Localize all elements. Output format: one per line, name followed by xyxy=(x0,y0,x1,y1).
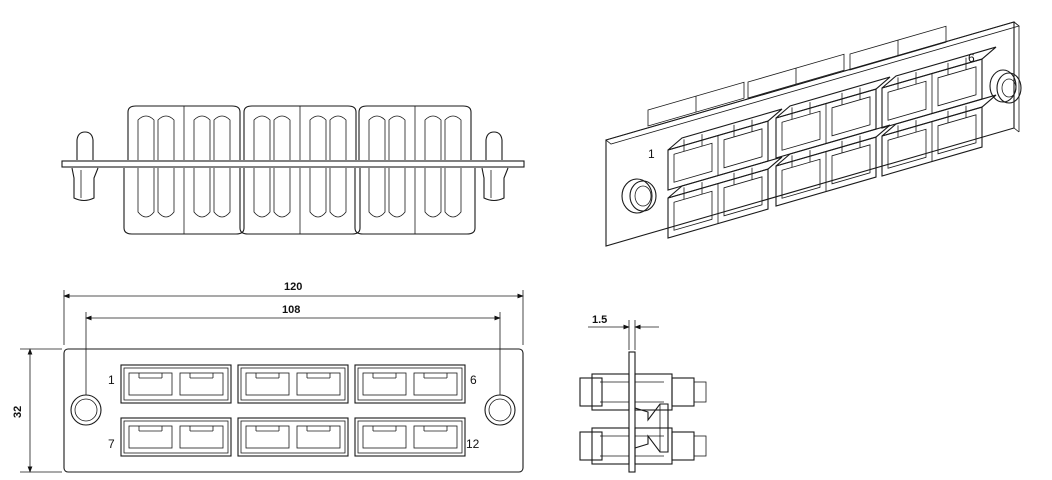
right-mounting-hole xyxy=(484,394,516,426)
port-label-7: 7 xyxy=(108,437,115,451)
left-mounting-hole xyxy=(70,394,102,426)
top-view-adapter-2 xyxy=(239,105,361,235)
side-captive-screw xyxy=(634,403,669,453)
dimension-panel-thickness: 1.5 xyxy=(588,314,659,350)
svg-text:1.5: 1.5 xyxy=(592,314,607,326)
iso-rear-body-2 xyxy=(747,53,845,99)
top-view-adapter-1 xyxy=(123,105,245,235)
side-view: 1.5 xyxy=(579,314,707,473)
iso-left-knob xyxy=(621,178,657,214)
front-adapter-r1-c3 xyxy=(354,364,466,404)
isometric-view: 1 6 xyxy=(605,21,1022,247)
iso-adapter-bottom-2 xyxy=(775,124,891,207)
front-panel-plate xyxy=(63,348,524,473)
side-lower-adapter xyxy=(579,427,707,465)
port-label-1: 1 xyxy=(108,373,115,387)
front-adapter-r1-c2 xyxy=(237,364,349,404)
panel-plate-top-view xyxy=(61,160,525,168)
svg-text:108: 108 xyxy=(282,304,300,316)
top-view-adapter-3 xyxy=(354,105,476,235)
iso-adapter-bottom-3 xyxy=(881,94,997,177)
front-adapter-r2-c1 xyxy=(120,417,232,457)
iso-port-label-first: 1 xyxy=(648,147,655,161)
front-adapter-r1-c1 xyxy=(120,364,232,404)
right-screw-top-view xyxy=(481,131,509,202)
front-adapter-r2-c3 xyxy=(354,417,466,457)
iso-rear-body-1 xyxy=(647,81,745,127)
dimension-height: 32 xyxy=(12,348,62,473)
iso-right-knob xyxy=(989,69,1022,104)
iso-panel-face xyxy=(605,21,1015,247)
side-panel-plate xyxy=(628,351,636,473)
iso-rear-body-3 xyxy=(849,25,947,71)
dimension-hole-spacing: 108 xyxy=(85,304,501,395)
svg-text:120: 120 xyxy=(284,281,302,293)
iso-adapter-top-2 xyxy=(775,76,891,159)
top-view xyxy=(61,105,525,235)
left-screw-top-view xyxy=(71,131,99,202)
svg-text:32: 32 xyxy=(12,406,24,418)
dimension-overall-width: 120 xyxy=(63,281,524,345)
port-label-6: 6 xyxy=(470,373,477,387)
iso-adapter-bottom-1 xyxy=(667,156,783,239)
front-adapter-r2-c2 xyxy=(237,417,349,457)
iso-port-label-last: 6 xyxy=(968,51,975,65)
front-view: 1 6 7 12 120 108 32 xyxy=(12,281,524,473)
iso-adapter-top-3 xyxy=(881,46,997,129)
port-label-12: 12 xyxy=(466,437,480,451)
side-upper-adapter xyxy=(579,373,707,411)
iso-adapter-top-1 xyxy=(667,108,783,191)
